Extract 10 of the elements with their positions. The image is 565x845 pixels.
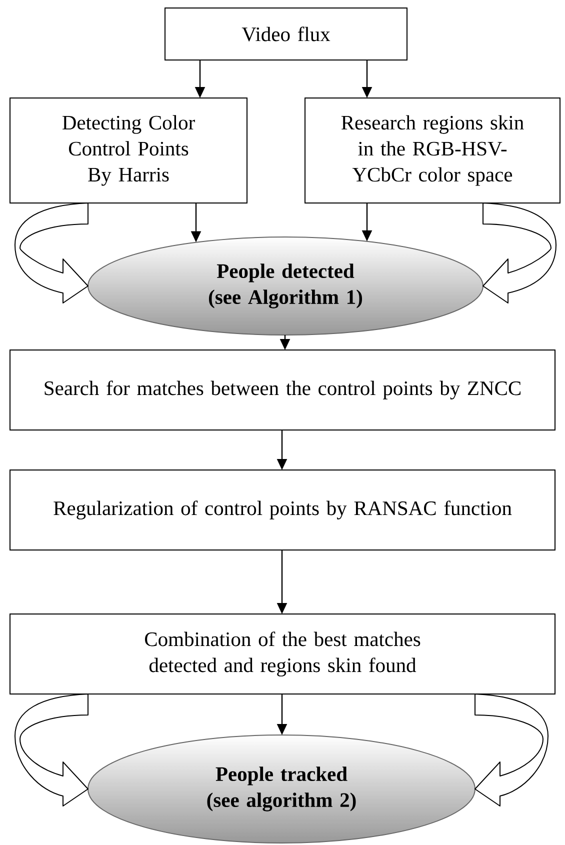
process-box: Combination of the best matches detected and regions skin found bbox=[10, 614, 556, 694]
process-box: Regularization of control points by RANSAC function bbox=[10, 470, 556, 550]
block-arrow bbox=[14, 694, 88, 806]
block-arrow bbox=[482, 202, 556, 304]
process-box: Search for matches between the control points by ZNCC bbox=[10, 350, 556, 430]
process-box: Video flux bbox=[164, 8, 408, 60]
process-box: Research regions skin in the RGB-HSV-YCbCr color space bbox=[304, 98, 560, 204]
block-arrow bbox=[14, 202, 88, 304]
block-arrow bbox=[474, 694, 548, 806]
process-box: Detecting Color Control Points By Harris bbox=[10, 98, 248, 204]
